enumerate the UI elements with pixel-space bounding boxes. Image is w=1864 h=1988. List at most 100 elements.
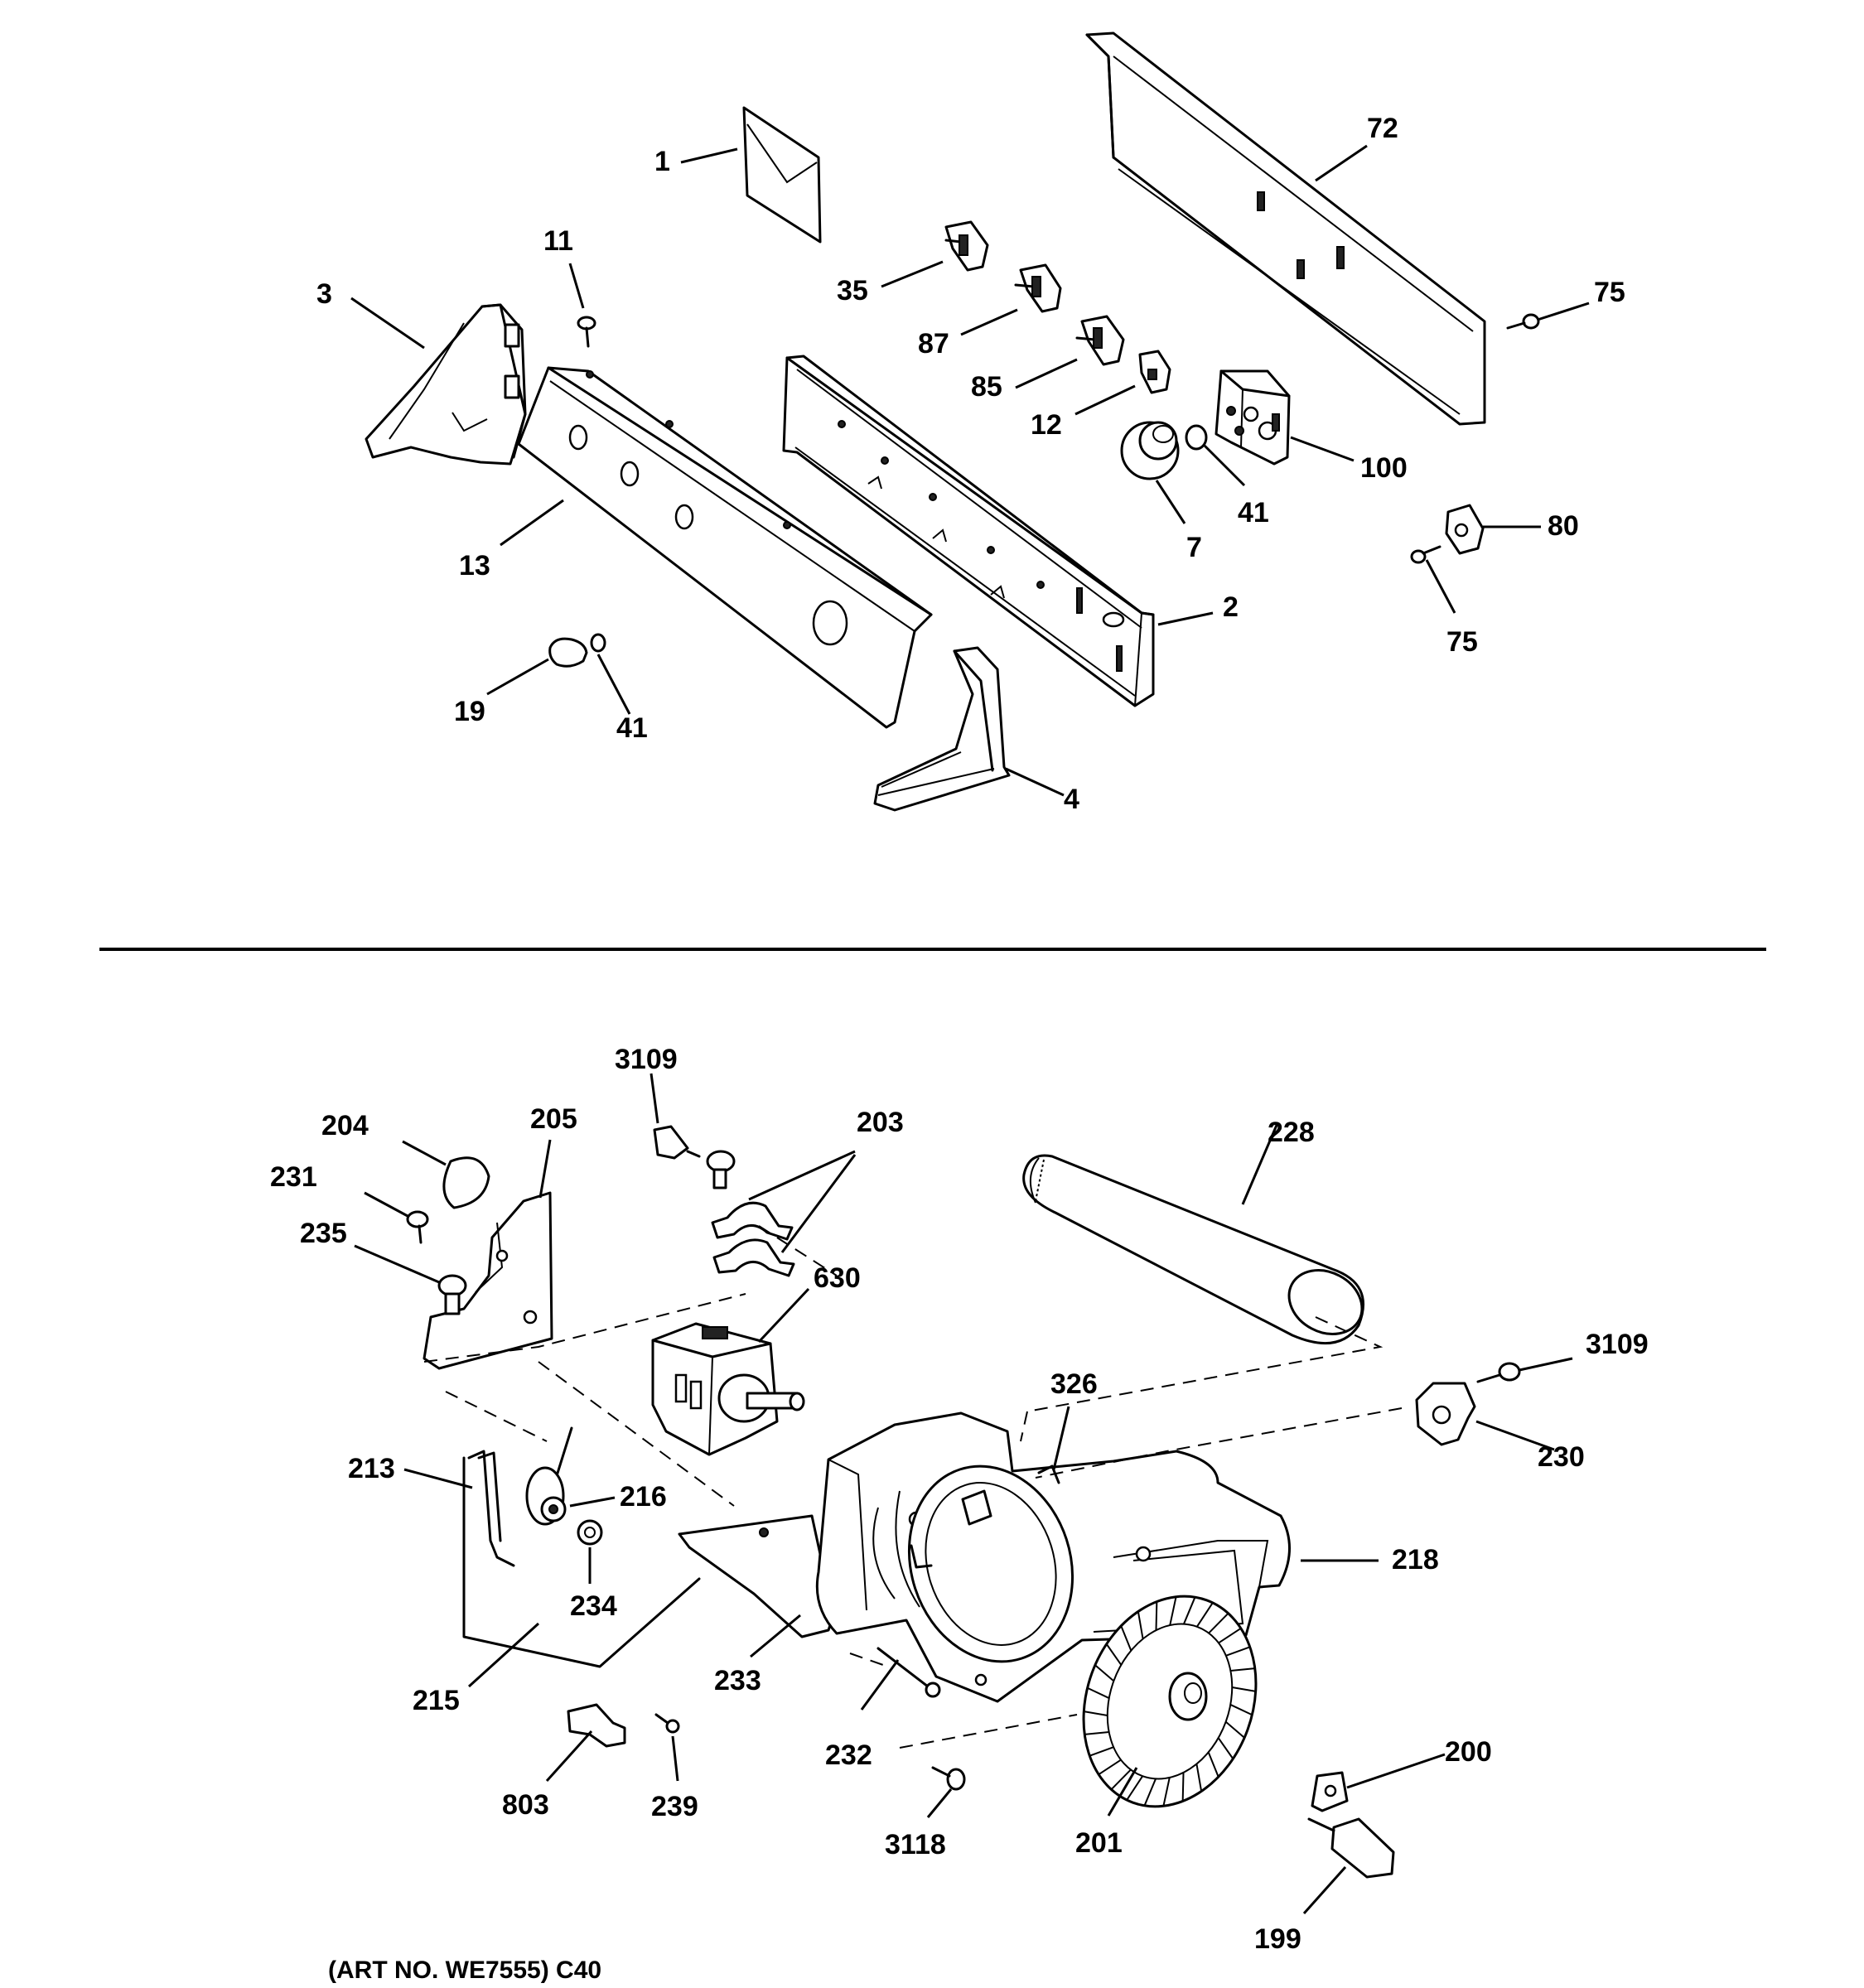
part-203-clamp-lower (712, 1238, 795, 1277)
blower-blade (1137, 1611, 1144, 1639)
blower-blade (1195, 1764, 1203, 1792)
part-233-base-bracket (678, 1514, 835, 1638)
part-2-mounting-bracket (782, 355, 1155, 707)
part-11-screw (577, 316, 596, 348)
part-234-spacer (577, 1519, 603, 1546)
leader-lines-lower (354, 1073, 1573, 1914)
part-204-clamp (442, 1156, 490, 1209)
part-72-rear-panel (1085, 31, 1486, 426)
label-80: 80 (1548, 510, 1579, 542)
label-630: 630 (814, 1262, 861, 1294)
part-3109-fuse-upper (653, 1125, 701, 1160)
blower-blade (1089, 1746, 1114, 1757)
blower-blade (1183, 1596, 1196, 1624)
part-201-blower-wheel (1082, 1595, 1258, 1808)
part-200-bracket (1311, 1771, 1349, 1812)
label-216: 216 (620, 1481, 667, 1513)
label-204: 204 (321, 1110, 369, 1141)
part-239-screw (654, 1713, 680, 1734)
part-326-housing-ring (907, 1464, 1074, 1663)
blower-blade (1105, 1643, 1123, 1666)
label-239: 239 (651, 1791, 698, 1822)
blower-blade (1225, 1720, 1245, 1739)
label-1: 1 (654, 146, 670, 177)
leader-lines-upper (350, 144, 1590, 797)
blower-blade (1155, 1601, 1158, 1631)
part-203-clamp-upper (711, 1201, 794, 1241)
blower-blade (1169, 1596, 1177, 1626)
label-213: 213 (348, 1453, 395, 1484)
part-235-screw (437, 1274, 467, 1315)
label-19: 19 (454, 696, 485, 727)
blower-blade (1232, 1686, 1256, 1692)
label-4: 4 (1064, 784, 1079, 815)
label-200: 200 (1445, 1736, 1492, 1768)
label-233: 233 (714, 1665, 761, 1696)
label-326: 326 (1050, 1368, 1098, 1400)
blower-blade (1217, 1737, 1234, 1759)
label-3: 3 (316, 278, 332, 310)
part-215-spring-rod (462, 1456, 701, 1668)
part-80-bracket (1445, 504, 1485, 555)
part-41-clip-upper (1185, 424, 1208, 451)
blower-blade (1143, 1778, 1157, 1807)
label-100: 100 (1360, 452, 1408, 484)
part-205-bracket-plate (423, 1191, 553, 1370)
blower-blade (1229, 1704, 1253, 1716)
label-72: 72 (1367, 113, 1398, 144)
blower-blade (1218, 1627, 1242, 1644)
blower-blade (1098, 1759, 1122, 1776)
blower-blade (1084, 1730, 1109, 1735)
blower-blade (1207, 1751, 1219, 1778)
label-87: 87 (918, 328, 949, 359)
part-7-timer-knob (1120, 421, 1180, 480)
blower-blade (1225, 1646, 1251, 1657)
label-228: 228 (1268, 1117, 1315, 1148)
label-203: 203 (857, 1107, 904, 1138)
part-3109-fuse-lower (1476, 1362, 1521, 1383)
blower-blade (1126, 1775, 1144, 1801)
part-3-end-cap-left (365, 303, 527, 466)
label-75-lower: 75 (1446, 626, 1478, 658)
blower-blade (1087, 1686, 1110, 1699)
part-85-switch (1075, 315, 1125, 366)
label-41-upper: 41 (1238, 497, 1269, 528)
label-41-lower: 41 (616, 712, 648, 744)
label-218: 218 (1392, 1544, 1439, 1575)
dashed-alignment-lines (423, 1225, 1403, 1749)
part-75-screw-lower (1410, 545, 1441, 564)
label-232: 232 (825, 1740, 872, 1771)
part-630-motor (651, 1322, 805, 1456)
label-230: 230 (1538, 1441, 1585, 1473)
part-230-thermostat (1415, 1382, 1476, 1446)
part-12-switch (1138, 350, 1171, 394)
part-3118-screw (931, 1766, 966, 1791)
label-803: 803 (502, 1789, 549, 1821)
part-231-screw (406, 1210, 429, 1244)
blower-blade (1181, 1772, 1185, 1802)
blower-blade (1110, 1768, 1132, 1790)
label-215: 215 (413, 1685, 460, 1716)
blower-blade (1208, 1613, 1229, 1634)
part-216-idler-pulley (525, 1466, 567, 1526)
blower-blade (1084, 1711, 1108, 1716)
blower-blade (1195, 1602, 1214, 1628)
label-3109-lower: 3109 (1586, 1329, 1649, 1360)
part-100-timer (1214, 369, 1291, 466)
label-11: 11 (543, 225, 573, 257)
part-199-leveling-leg (1307, 1817, 1395, 1879)
label-3118: 3118 (885, 1829, 946, 1860)
blower-blade (1094, 1664, 1114, 1682)
part-35-switch (944, 220, 989, 272)
part-4-end-cap-right (873, 646, 1011, 812)
part-1-envelope (742, 106, 822, 244)
blower-blade (1230, 1667, 1255, 1672)
part-87-switch (1014, 263, 1062, 313)
label-3109-upper: 3109 (615, 1044, 678, 1075)
label-234: 234 (570, 1590, 617, 1622)
label-75-upper: 75 (1594, 277, 1625, 308)
label-12: 12 (1031, 409, 1062, 441)
part-803-switch (567, 1703, 626, 1748)
part-203-screw (706, 1150, 736, 1189)
